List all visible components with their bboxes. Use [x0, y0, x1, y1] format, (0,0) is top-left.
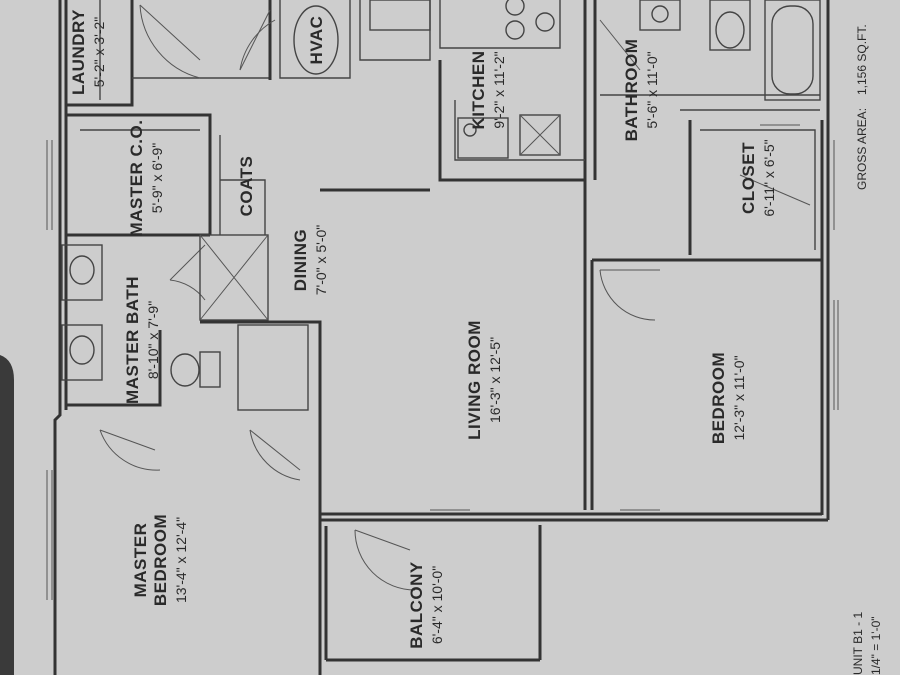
dining-dims: 7'-0" x 5'-0" — [313, 225, 329, 296]
balcony-dims: 6'-4" x 10'-0" — [429, 566, 445, 644]
interior-walls — [320, 120, 822, 510]
scan-shadow — [0, 355, 14, 675]
bathroom-name: BATHROOM — [622, 39, 641, 142]
door-swings — [99, 4, 811, 591]
unit-label: UNIT B1 - 1 — [851, 612, 865, 675]
plan-info: GROSS AREA: 1,156 SQ.FT. UNIT B1 - 1 1/4… — [851, 24, 883, 675]
exterior-walls — [53, 0, 830, 675]
living-room-name: LIVING ROOM — [465, 320, 484, 440]
windows — [46, 140, 839, 600]
gross-area-value: 1,156 SQ.FT. — [855, 24, 869, 95]
closet-dims: 6'-11" x 6'-5" — [761, 139, 777, 216]
master-bath-name: MASTER BATH — [123, 276, 142, 404]
bedroom-name: BEDROOM — [709, 352, 728, 444]
bathroom-dims: 5'-6" x 11'-0" — [644, 51, 660, 128]
coats-name: COATS — [237, 156, 256, 217]
master-bedroom-name-1: MASTER — [131, 523, 150, 598]
master-suite-walls — [61, 113, 322, 520]
hvac-name: HVAC — [307, 16, 326, 65]
balcony-name: BALCONY — [407, 561, 426, 649]
master-closet-name: MASTER C.O. — [127, 120, 146, 237]
closet-name: CLOSET — [739, 142, 758, 214]
kitchen-name: KITCHEN — [469, 50, 488, 129]
gross-area-label: GROSS AREA: — [855, 108, 869, 190]
laundry-dims: 5'-2" x 3'-2" — [91, 17, 107, 88]
laundry-name: LAUNDRY — [69, 9, 88, 95]
bedroom-dims: 12'-3" x 11'-0" — [731, 355, 747, 440]
master-bedroom-name-2: BEDROOM — [151, 514, 170, 606]
master-bath-dims: 8'-10" x 7'-9" — [145, 301, 161, 379]
scale-label: 1/4" = 1'-0" — [869, 616, 883, 675]
master-bedroom-dims: 13'-4" x 12'-4" — [173, 517, 189, 603]
kitchen-dims: 9'-2" x 11'-2" — [491, 51, 507, 128]
room-labels: LAUNDRY 5'-2" x 3'-2" HVAC KITCHEN 9'-2"… — [69, 5, 777, 649]
living-room-dims: 16'-3" x 12'-5" — [487, 337, 503, 423]
kitchen-counters — [438, 60, 585, 182]
top-strip — [66, 0, 821, 180]
dining-name: DINING — [291, 229, 310, 292]
master-closet-dims: 5'-9" x 6'-9" — [149, 143, 165, 214]
